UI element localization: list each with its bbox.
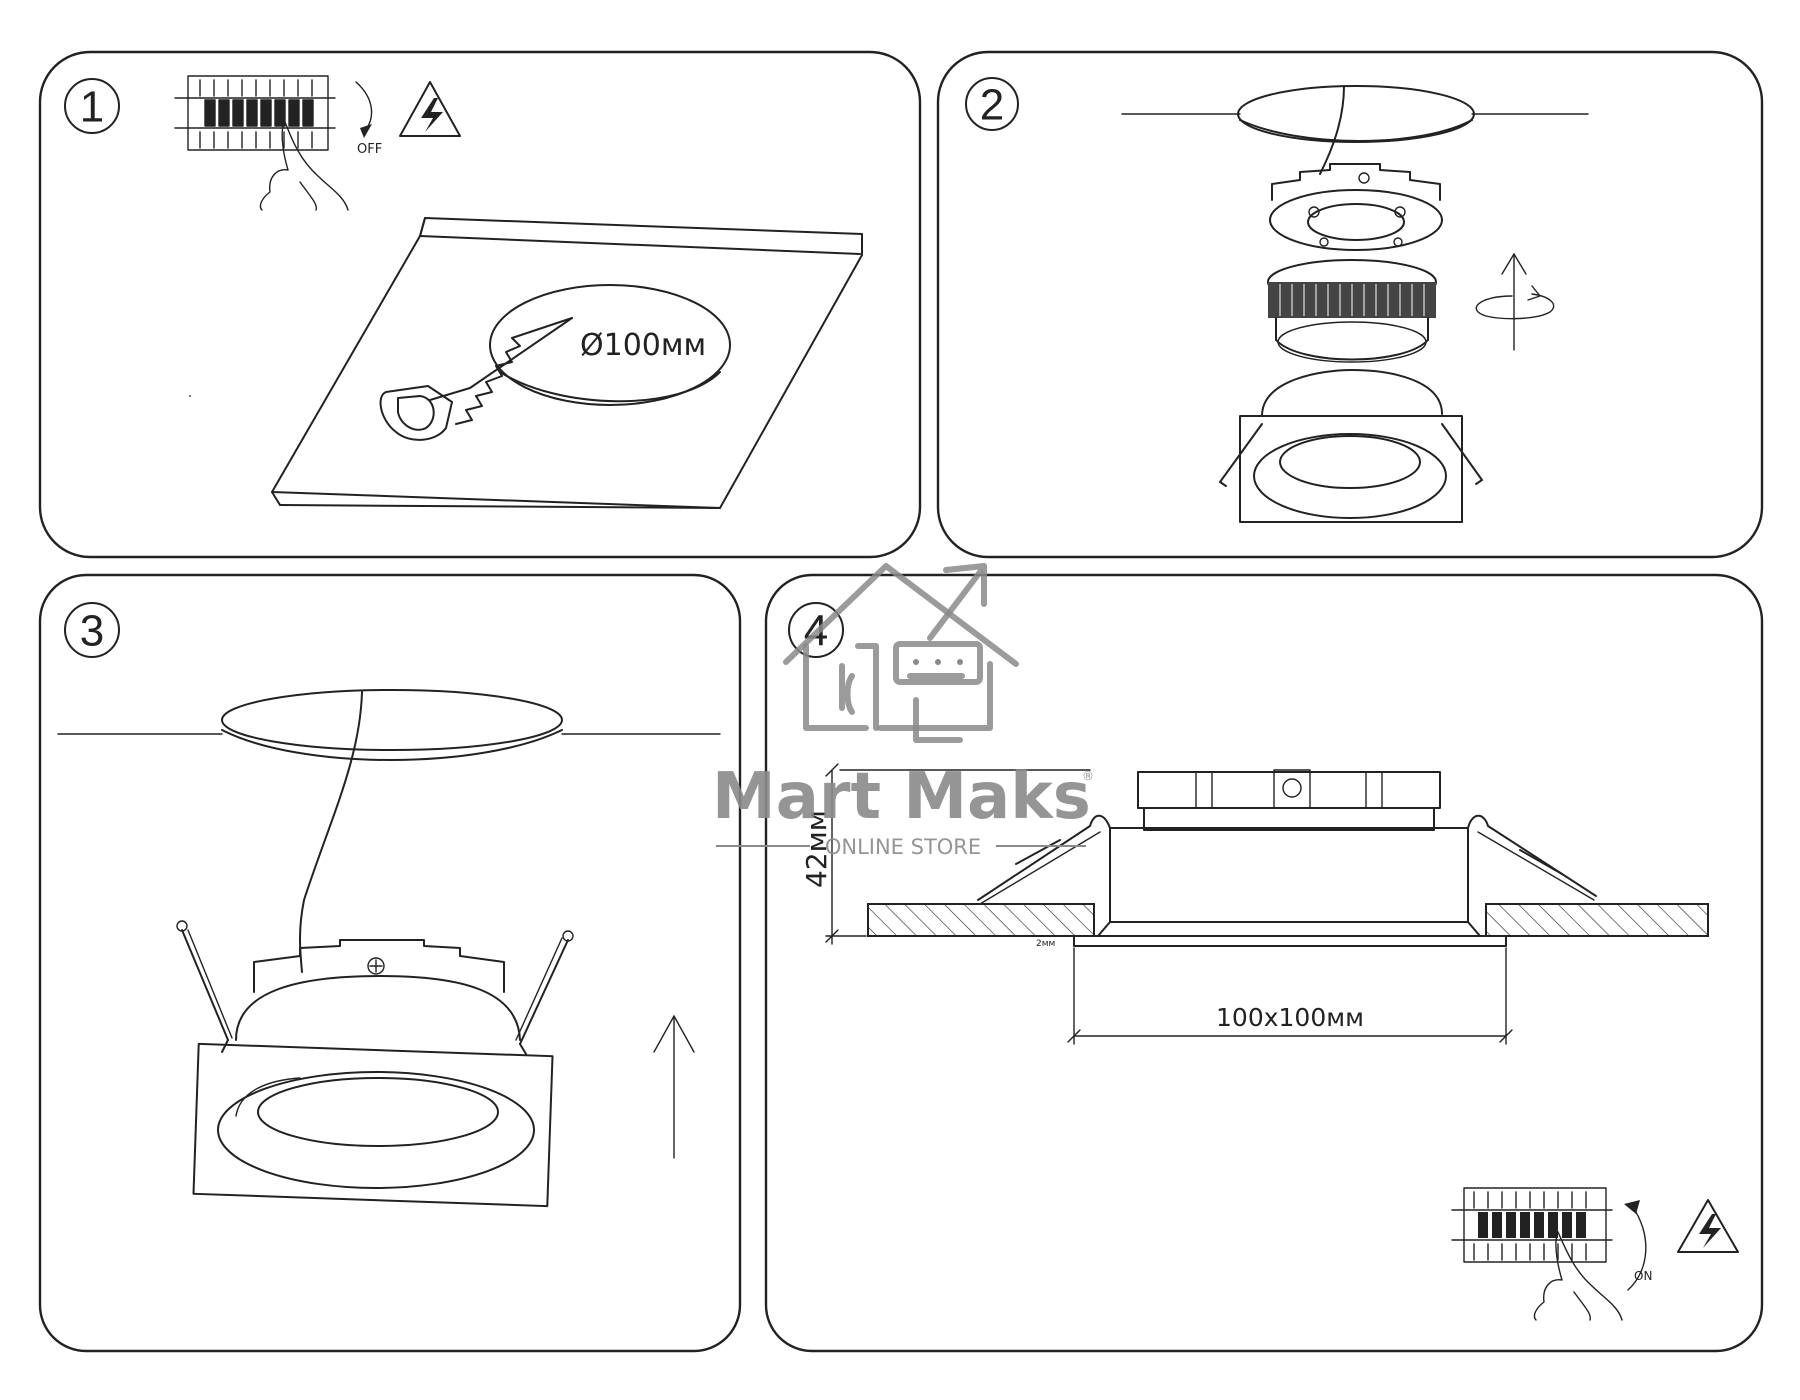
panel-1: 1 — [38, 50, 922, 559]
watermark: Mart Maks ® ONLINE STORE — [712, 563, 1094, 859]
ceiling-board — [271, 217, 863, 509]
panel-3-frame — [38, 573, 742, 1353]
step-number-circle — [64, 602, 120, 658]
up-arrow-icon — [1501, 253, 1527, 351]
breaker-state-label: ON — [1634, 1269, 1652, 1283]
fixture-cross-section — [1073, 769, 1507, 947]
breaker-state-label: OFF — [357, 142, 382, 157]
panel-1-frame — [38, 50, 922, 559]
panel-2: 2 — [936, 50, 1764, 559]
saw-icon — [379, 317, 573, 441]
breaker-switch-arrow — [355, 81, 373, 138]
step-number: 2 — [980, 81, 1004, 130]
panel-4-frame — [764, 573, 1764, 1353]
ceiling-hole-side — [57, 689, 721, 761]
step-number: 3 — [80, 607, 104, 656]
spring-clip-left — [977, 814, 1111, 905]
connector-ring — [1269, 163, 1443, 251]
high-voltage-warning-icon — [399, 81, 461, 137]
power-wire — [1319, 85, 1345, 175]
hole-diameter-label: Ø100мм — [580, 328, 706, 363]
step-number-circle — [965, 77, 1019, 131]
lamp-module — [1267, 259, 1437, 363]
spring-clip-left — [176, 920, 233, 1053]
rotate-arrow-icon — [1475, 285, 1555, 320]
spring-clip-right — [1467, 814, 1597, 901]
panel-4: 4 — [764, 573, 1764, 1353]
panel-3: 3 — [38, 573, 742, 1353]
hand-icon — [259, 121, 349, 211]
power-wire — [299, 691, 363, 973]
square-fixture — [192, 975, 554, 1208]
cutout-hole — [489, 284, 731, 406]
width-dimension — [1067, 947, 1513, 1045]
square-fixture — [1219, 369, 1483, 523]
step-number-circle — [64, 78, 120, 134]
size-label: 100x100мм — [1216, 1003, 1364, 1032]
watermark-tagline: ONLINE STORE — [825, 835, 981, 859]
breaker-panel-icon — [174, 75, 336, 151]
height-label: 42мм — [800, 810, 833, 888]
spring-clip-right — [515, 930, 574, 1055]
watermark-registered: ® — [1082, 769, 1094, 783]
ceiling-hole-side — [1121, 85, 1589, 143]
height-dimension — [825, 763, 1091, 945]
connector-ring — [253, 939, 505, 993]
step-number: 1 — [80, 83, 104, 132]
breaker-switch-arrow — [1624, 1200, 1647, 1291]
high-voltage-warning-icon — [1677, 1199, 1739, 1253]
watermark-brand: Mart Maks — [712, 760, 1091, 834]
hand-icon — [1533, 1231, 1623, 1321]
house-logo-icon — [783, 563, 1019, 743]
gap-label: 2мм — [1036, 939, 1055, 949]
breaker-panel-icon — [1451, 1187, 1613, 1263]
up-arrow-icon — [653, 1015, 695, 1159]
